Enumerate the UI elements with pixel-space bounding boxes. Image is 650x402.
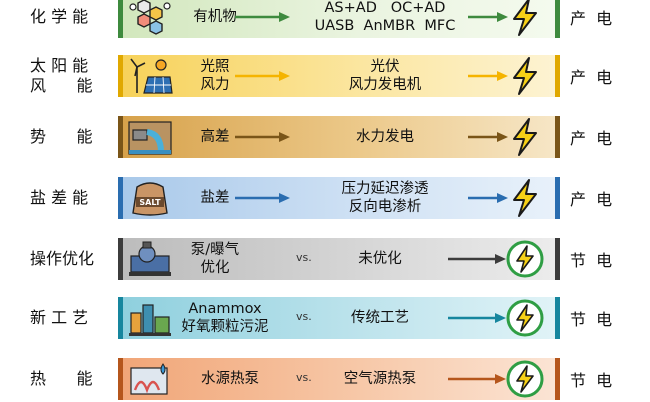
row-label-text: 操作优化	[30, 249, 95, 268]
technology-text-line: 风力发电机	[348, 77, 422, 93]
gradient-bar	[118, 177, 560, 219]
energy-saving-icon	[506, 299, 544, 337]
vs-label: vs.	[296, 371, 312, 384]
row-label: 势 能	[30, 114, 120, 160]
technology-text: 光伏 风力发电机	[290, 53, 480, 99]
source-text-line: 好氧颗粒污泥	[181, 319, 269, 335]
arrow-icon	[448, 313, 506, 323]
row-label-text: 风 能	[30, 76, 93, 95]
row-label: 太 阳 能 风 能	[30, 53, 120, 99]
energy-row-salinity: 盐 差 能 SALT 盐差 压力延迟渗透 反向电渗析 产 电	[0, 175, 650, 221]
arrow-icon	[448, 374, 506, 384]
row-label-text: 太 阳 能	[30, 56, 89, 75]
technology-text: 未优化	[310, 236, 450, 282]
hexagon-molecule-icon	[129, 0, 171, 35]
arrow-icon	[235, 193, 290, 203]
energy-row-new-process: 新 工 艺 Anammox 好氧颗粒污泥 vs. 传统工艺 节 电	[0, 295, 650, 341]
source-text-line: 盐差	[200, 190, 230, 206]
arrow-icon	[448, 254, 506, 264]
solar-wind-icon	[130, 58, 173, 94]
row-label-text: 盐 差 能	[30, 188, 89, 207]
outfall-pipe-icon	[128, 121, 172, 155]
outcome-label: 节 电	[570, 310, 613, 329]
technology-text-line: 压力延迟渗透	[341, 181, 429, 197]
heat-pump-icon	[130, 363, 168, 395]
source-text-line: Anammox	[188, 301, 262, 317]
vs-label: vs.	[296, 310, 312, 323]
arrow-icon	[235, 132, 290, 142]
salt-sack-icon: SALT	[132, 182, 168, 216]
technology-text-line: AS+AD OC+AD	[324, 0, 446, 16]
technology-text: 空气源热泵	[310, 356, 450, 402]
technology-text: AS+AD OC+AD UASB AnMBR MFC	[290, 0, 480, 40]
technology-text-line: UASB AnMBR MFC	[314, 18, 456, 34]
process-plant-icon	[129, 304, 171, 336]
technology-text-line: 空气源热泵	[343, 371, 417, 387]
row-label: 盐 差 能	[30, 175, 120, 221]
lightning-icon	[513, 179, 537, 217]
source-text: Anammox 好氧颗粒污泥	[165, 295, 285, 341]
arrow-icon	[468, 12, 508, 22]
row-label-text: 势 能	[30, 127, 93, 146]
source-text: 水源热泵	[180, 356, 280, 402]
outcome-label: 产 电	[570, 129, 613, 148]
lightning-icon	[513, 0, 537, 36]
gradient-bar	[118, 297, 560, 339]
outcome-label: 产 电	[570, 9, 613, 28]
pump-icon	[129, 241, 171, 276]
technology-text-line: 光伏	[370, 59, 400, 75]
source-text: 有机物	[170, 0, 260, 40]
outcome-label: 产 电	[570, 190, 613, 209]
energy-row-solar-wind: 太 阳 能 风 能 光照 风力 光伏 风力发电机 产 电	[0, 53, 650, 99]
source-text: 泵/曝气 优化	[170, 236, 260, 282]
row-label-text: 热 能	[30, 369, 93, 388]
row-label-text: 化 学 能	[30, 7, 89, 26]
arrow-icon	[468, 71, 508, 81]
arrow-icon	[468, 193, 508, 203]
row-label-text: 新 工 艺	[30, 308, 89, 327]
source-text-line: 光照	[200, 59, 230, 75]
outcome-label: 节 电	[570, 251, 613, 270]
source-text-line: 高差	[200, 129, 230, 145]
energy-row-chemical: 化 学 能 有机物 AS+AD OC+AD UASB AnMBR MFC 产 电	[0, 0, 650, 40]
source-text-line: 风力	[200, 77, 230, 93]
source-text: 高差	[170, 114, 260, 160]
source-text: 盐差	[170, 175, 260, 221]
arrow-icon	[235, 71, 290, 81]
lightning-icon	[513, 118, 537, 156]
arrow-icon	[235, 12, 290, 22]
row-label: 新 工 艺	[30, 295, 120, 341]
row-label: 操作优化	[30, 236, 120, 282]
row-label: 热 能	[30, 356, 120, 402]
outcome-label: 节 电	[570, 371, 613, 390]
svg-text:SALT: SALT	[139, 198, 161, 207]
source-text-line: 泵/曝气	[190, 242, 240, 258]
source-text-line: 水源热泵	[201, 371, 259, 387]
energy-row-potential: 势 能 高差 水力发电 产 电	[0, 114, 650, 160]
source-text-line: 优化	[200, 260, 230, 276]
technology-text-line: 传统工艺	[351, 310, 409, 326]
gradient-bar	[118, 0, 560, 38]
outcome-label: 产 电	[570, 68, 613, 87]
technology-text-line: 反向电渗析	[348, 199, 422, 215]
technology-text: 水力发电	[290, 114, 480, 160]
technology-text: 传统工艺	[310, 295, 450, 341]
source-text: 光照 风力	[170, 53, 260, 99]
source-text-line: 有机物	[193, 9, 237, 25]
technology-text-line: 未优化	[358, 251, 402, 267]
energy-saving-icon	[506, 240, 544, 278]
vs-label: vs.	[296, 251, 312, 264]
arrow-icon	[468, 132, 508, 142]
lightning-icon	[513, 57, 537, 95]
technology-text-line: 水力发电	[356, 129, 414, 145]
energy-row-operation: 操作优化 泵/曝气 优化 vs. 未优化 节 电	[0, 236, 650, 282]
energy-row-thermal: 热 能 水源热泵 vs. 空气源热泵 节 电	[0, 356, 650, 402]
technology-text: 压力延迟渗透 反向电渗析	[290, 175, 480, 221]
row-label: 化 学 能	[30, 0, 120, 40]
energy-saving-icon	[506, 360, 544, 398]
